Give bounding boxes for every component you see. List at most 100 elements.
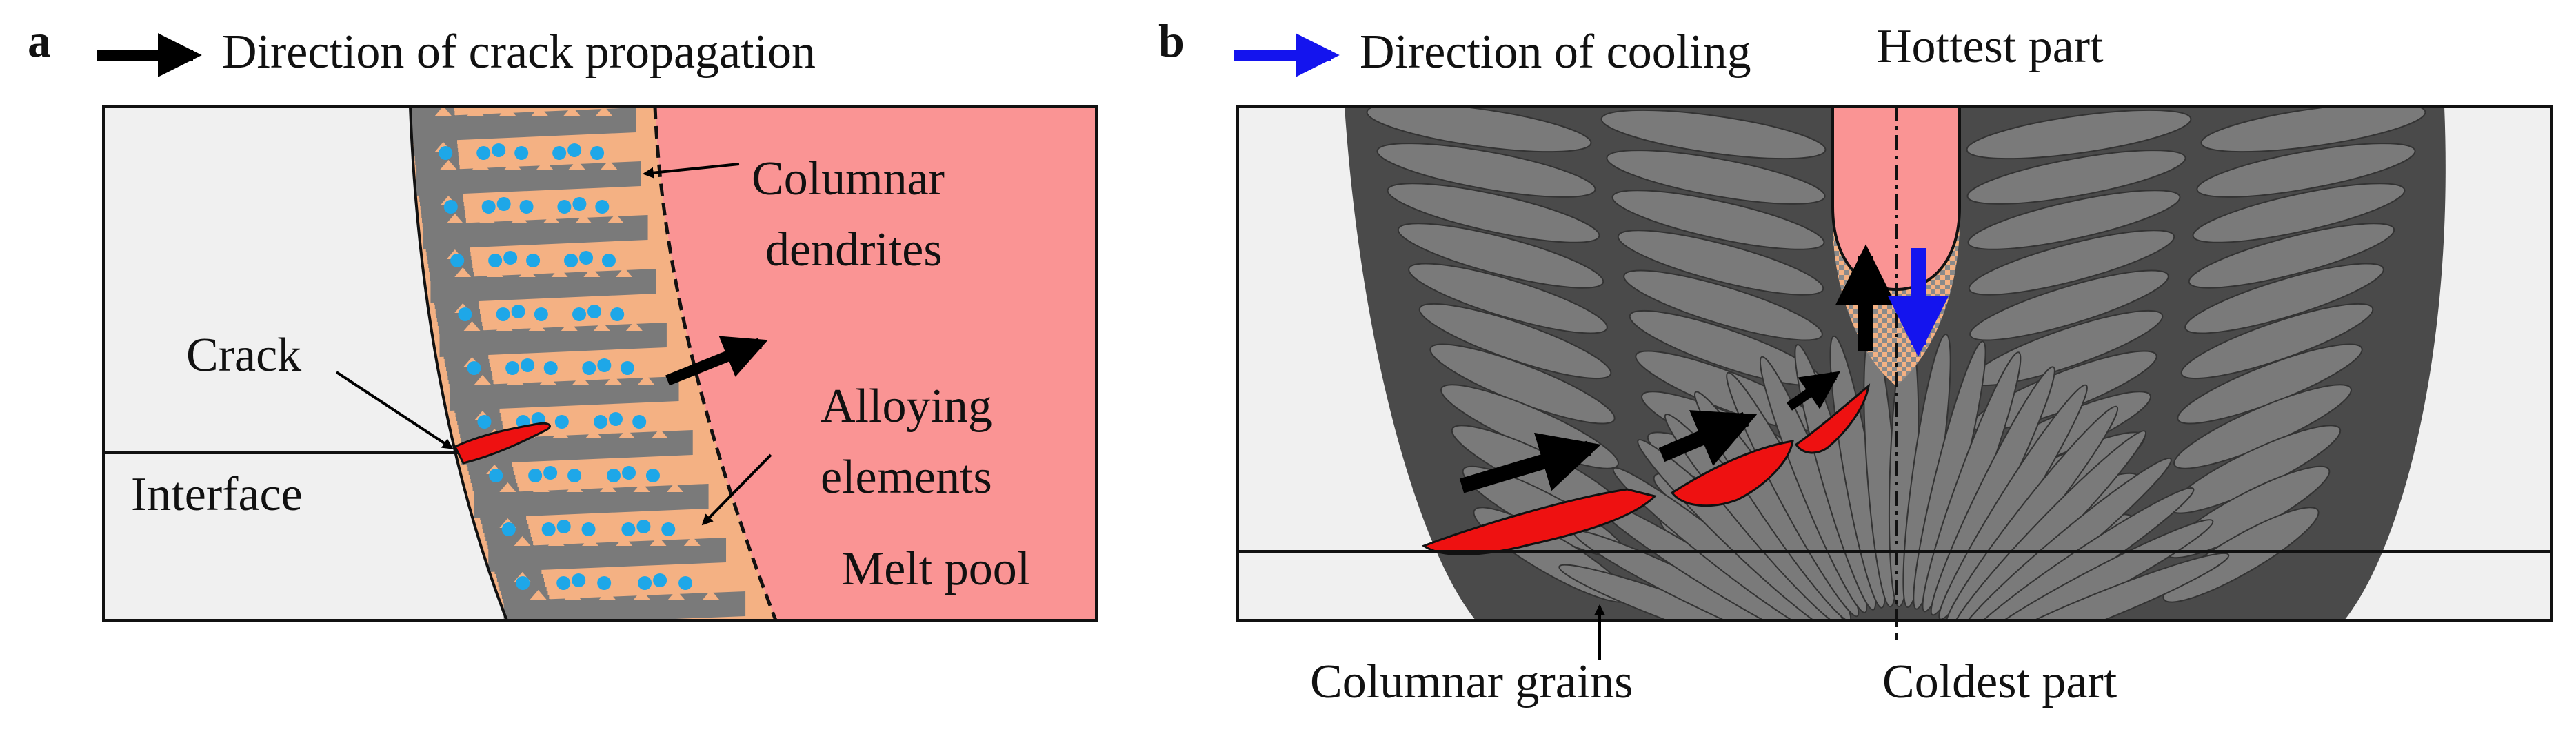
dendrite-notch	[625, 321, 643, 331]
dendrite-notch	[551, 303, 568, 313]
dendrite-trunk-slice	[485, 537, 532, 541]
dendrite-trunk-slice	[410, 111, 455, 115]
dendrite-notch	[583, 267, 601, 277]
solute-dot	[573, 630, 587, 644]
dendrite-trunk-slice	[459, 429, 505, 434]
solute-dot	[443, 200, 458, 214]
solute-dot	[519, 200, 534, 214]
interface-label: Interface	[131, 468, 303, 521]
dendrite-notch	[454, 267, 472, 277]
dendrite-trunk-slice	[422, 218, 466, 223]
solute-dot	[661, 522, 676, 536]
solute-dot	[595, 200, 610, 214]
melt-pool-region	[655, 107, 1096, 620]
dendrite-trunk-slice	[466, 462, 512, 467]
solute-dot	[458, 307, 472, 321]
dendrite-notch	[585, 429, 602, 438]
columnar-grain	[2184, 263, 2384, 334]
columnar-grain	[1966, 109, 2192, 160]
solute-dot	[534, 307, 548, 321]
dendrite-trunk-slice	[414, 156, 459, 161]
solute-dot	[607, 469, 621, 482]
solute-dot	[467, 361, 481, 375]
solute-dot	[543, 361, 558, 375]
crack-leader	[335, 371, 454, 449]
solute-dot	[541, 522, 556, 536]
solute-dot	[496, 307, 510, 321]
solute-dot	[567, 469, 582, 482]
dendrite-trunk-slice	[425, 247, 470, 252]
columnar-grain	[1408, 263, 1608, 334]
dendrite-notch	[532, 482, 550, 492]
dendrite-notch	[536, 196, 554, 205]
dendrite-notch	[504, 160, 521, 170]
columnar-grain	[1397, 223, 1604, 289]
crack-label: Crack	[186, 329, 301, 382]
dendrite-notch	[551, 267, 568, 277]
solute-dot	[653, 573, 667, 587]
dendrite-notch	[599, 482, 616, 492]
dendrite-trunk-slice	[410, 107, 454, 111]
dendrite-trunk-slice	[430, 272, 474, 276]
dendrite-notch	[667, 482, 684, 492]
solute-dot	[588, 627, 602, 641]
solute-dot	[543, 466, 558, 480]
dendrite-notch	[616, 267, 633, 277]
solute-dot	[511, 305, 525, 318]
dendrite-trunk-slice	[413, 140, 458, 144]
columnar-dendrites-label-line1: Columnar	[752, 152, 945, 205]
dendrite-trunk-slice	[501, 595, 550, 599]
dendrite-trunk-slice	[447, 376, 493, 380]
solute-dot	[582, 361, 596, 375]
dendrite-notch	[543, 249, 560, 259]
crack-arrow-2	[1658, 410, 1758, 467]
dendrite-notch	[440, 160, 457, 170]
solute-dot	[476, 146, 491, 160]
fusion-boundary	[409, 107, 508, 620]
dendrite-notch	[531, 142, 548, 152]
dendrite-notch	[528, 321, 545, 331]
crack-arrow-3	[1787, 371, 1841, 411]
columnar-grains-label: Columnar grains	[1310, 655, 1633, 708]
dendrite-notch	[572, 411, 590, 420]
alloying-elements-leader	[701, 453, 772, 526]
solute-dot	[503, 251, 518, 265]
solute-dot	[678, 576, 693, 590]
solute-dot	[581, 522, 596, 536]
dendrite-notch	[511, 214, 528, 223]
solute-dot	[532, 630, 545, 644]
panel-a-label: a	[28, 14, 51, 67]
dendrite-notch	[519, 267, 536, 277]
dendrite-notch	[530, 590, 547, 600]
crack-segment-3	[1794, 383, 1871, 454]
dendrite-arm	[416, 161, 641, 196]
dendrite-trunk-slice	[467, 467, 514, 471]
solute-dot	[636, 520, 651, 533]
dendrite-notch	[487, 267, 504, 277]
dendrite-notch	[599, 626, 616, 635]
dendrite-trunk-slice	[426, 252, 471, 256]
solute-dot	[601, 254, 616, 267]
columnar-grain	[2188, 223, 2395, 289]
solute-dot	[572, 197, 587, 211]
crack-shape	[453, 422, 551, 465]
columnar-dendrites-label-line2: dendrites	[765, 223, 943, 276]
dendrite-trunk-slice	[486, 541, 534, 545]
solute-dot	[557, 200, 572, 214]
columnar-dendrites-leader	[642, 163, 740, 179]
columnar-grain	[1366, 107, 1592, 153]
dendrite-trunk-slice	[434, 301, 479, 305]
columnar-grain	[1966, 150, 2186, 205]
dendrite-notch	[650, 536, 667, 546]
dendrite-notch	[530, 626, 547, 635]
dendrite-notch	[703, 590, 720, 600]
columnar-grain	[1376, 143, 1596, 198]
dendrite-notch	[668, 626, 685, 635]
dendrite-notch	[585, 465, 602, 474]
dendrite-trunk-slice	[419, 194, 463, 198]
columnar-grain	[2192, 183, 2406, 243]
dendrite-trunk-slice	[419, 198, 464, 202]
solute-dot	[656, 630, 670, 644]
solute-dot	[564, 254, 578, 267]
